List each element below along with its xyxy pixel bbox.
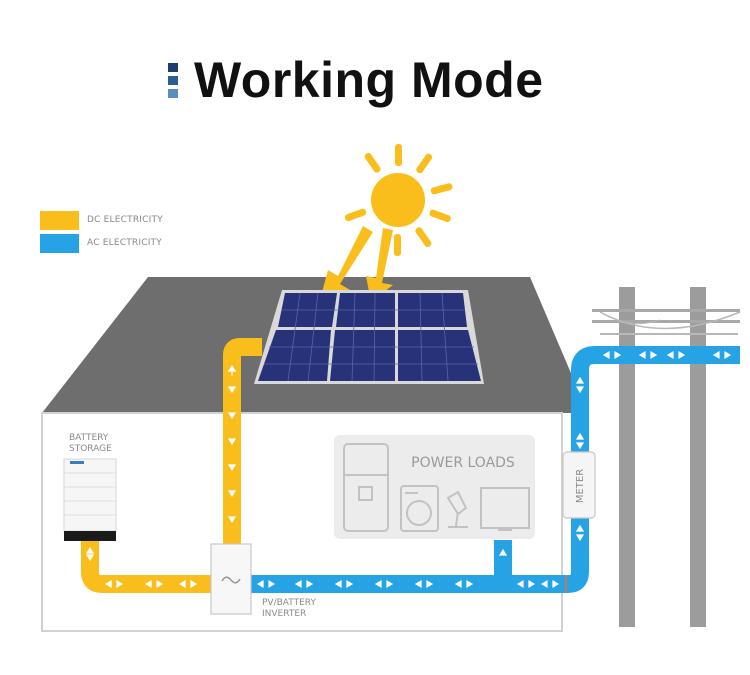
title-accent-bars (168, 62, 178, 98)
dc-line-battery-to-inverter (81, 541, 213, 593)
page-title: Working Mode (168, 50, 544, 110)
inverter-label-line1: PV/BATTERY (262, 598, 316, 608)
power-loads-label: POWER LOADS (411, 455, 515, 471)
legend-label-dc: DC ELECTRICITY (87, 215, 163, 225)
tv-icon (480, 487, 530, 531)
meter-icon (562, 451, 596, 593)
inverter-icon (210, 543, 252, 615)
inverter-label-line2: INVERTER (262, 609, 306, 619)
title-text: Working Mode (194, 52, 544, 108)
fridge-icon (343, 443, 389, 532)
title-bar-light (168, 88, 178, 98)
title-bar-mid (168, 75, 178, 85)
flow-arrows (85, 350, 732, 589)
meter-label: METER (575, 469, 586, 503)
battery-icon (63, 458, 117, 541)
dc-line-panel-to-inverter (223, 338, 262, 548)
sun-icon (320, 144, 453, 302)
legend-item-ac: AC ELECTRICITY (40, 233, 163, 253)
legend-swatch-dc (40, 210, 79, 230)
legend-item-dc: DC ELECTRICITY (40, 210, 163, 230)
solar-panel-icon (254, 290, 484, 384)
utility-pole-icon (592, 287, 741, 627)
title-bar-dark (168, 62, 178, 72)
desk-lamp-icon (446, 490, 468, 528)
legend-swatch-ac (40, 233, 79, 253)
battery-label-line2: STORAGE (69, 444, 112, 454)
battery-label-line1: BATTERY (69, 433, 109, 443)
legend: DC ELECTRICITY AC ELECTRICITY (40, 210, 163, 256)
legend-label-ac: AC ELECTRICITY (87, 238, 162, 248)
washing-machine-icon (400, 485, 439, 532)
